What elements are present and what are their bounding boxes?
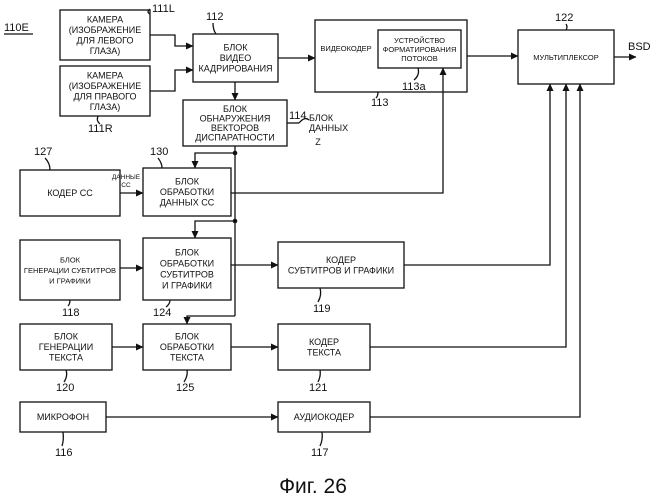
label-line: ОБНАРУЖЕНИЯ: [200, 113, 271, 123]
ref-125-leader: [184, 370, 187, 382]
text-coder-to-mux-arrow: [370, 84, 566, 347]
label-line: СС: [121, 182, 131, 189]
label-line: ДИСПАРАТНОСТИ: [195, 132, 274, 142]
label-line: СУБТИТРОВ: [160, 270, 214, 280]
label-line: ГЕНЕРАЦИИ: [39, 342, 93, 352]
microphone-label: МИКРОФОН: [37, 412, 89, 422]
label-line: КОДЕР СС: [47, 188, 93, 198]
label-line: ДАННЫХ СС: [160, 198, 215, 208]
label-line: И ГРАФИКИ: [49, 277, 91, 286]
label-line: СУБТИТРОВ И ГРАФИКИ: [288, 265, 394, 275]
ref-122: 122: [555, 12, 573, 24]
cc-coder-label: КОДЕР СС: [47, 188, 93, 198]
label-line: (ИЗОБРАЖЕНИЕ: [69, 25, 141, 35]
disparity-to-cc-proc-arrow: [195, 153, 235, 168]
ref-114: 114: [289, 110, 307, 122]
ref-118-leader: [68, 300, 70, 306]
label-line: УСТРОЙСТВО: [394, 36, 445, 45]
sub-coder-to-mux-arrow: [404, 84, 550, 265]
ref-112-leader: [213, 23, 216, 34]
cam-left-to-framing-arrow: [150, 35, 193, 46]
bsd-output-label: BSD: [628, 41, 651, 53]
ref-119-leader: [318, 288, 321, 302]
label-line: ДАННЫЕ: [112, 174, 141, 181]
label-line: МУЛЬТИПЛЕКСОР: [533, 53, 599, 62]
ref-124: 124: [153, 307, 171, 319]
label-line: БЛОК: [60, 256, 81, 265]
figure-id-label: 110E: [4, 22, 29, 34]
videocoder-label: ВИДЕОКОДЕР: [320, 44, 371, 53]
label-line: БЛОК: [175, 332, 200, 342]
cam-right-to-framing-arrow: [150, 70, 193, 91]
label-line: И ГРАФИКИ: [162, 281, 212, 291]
label-line: ТЕКСТА: [170, 353, 204, 363]
label-line: ДАННЫХ: [309, 123, 348, 133]
label-line: ТЕКСТА: [49, 353, 83, 363]
ref-122-leader: [566, 24, 567, 30]
label-line: БЛОК: [223, 104, 248, 114]
label-line: ВЕКТОРОВ: [211, 123, 259, 133]
label-line: КОДЕР: [326, 255, 356, 265]
multiplexer-label: МУЛЬТИПЛЕКСОР: [533, 53, 599, 62]
ref-117: 117: [311, 447, 329, 459]
ref-118: 118: [62, 307, 80, 319]
ref-111l: 111L: [152, 3, 175, 15]
label-line: КАДРИРОВАНИЯ: [198, 64, 272, 74]
ref-130: 130: [150, 146, 168, 158]
data-block-z-label: Z: [315, 137, 321, 147]
ref-112: 112: [206, 11, 224, 23]
disparity-to-sub-proc-arrow: [195, 221, 235, 238]
label-line: ГЛАЗА): [90, 102, 121, 112]
label-line: ФОРМАТИРОВАНИЯ: [383, 45, 457, 54]
label-line: ДЛЯ ЛЕВОГО: [77, 35, 134, 45]
label-line: ОБРАБОТКИ: [160, 259, 214, 269]
text-coder-label: КОДЕРТЕКСТА: [307, 337, 341, 358]
label-line: БЛОК: [175, 177, 200, 187]
figure-caption: Фиг. 26: [279, 475, 347, 498]
ref-121-leader: [318, 370, 320, 382]
ref-111r: 111R: [88, 123, 113, 135]
label-line: ДЛЯ ПРАВОГО: [74, 91, 137, 101]
label-line: БЛОК: [309, 113, 334, 123]
ref-127-leader: [45, 158, 50, 170]
ref-124-leader: [166, 300, 170, 307]
ref-116: 116: [55, 447, 73, 459]
label-line: ВИДЕОКОДЕР: [320, 44, 371, 53]
label-line: КАМЕРА: [87, 70, 123, 80]
ref-130-leader: [158, 158, 162, 168]
ref-127: 127: [34, 146, 52, 158]
label-line: БЛОК: [54, 332, 79, 342]
label-line: КОДЕР: [309, 337, 339, 347]
label-line: ПОТОКОВ: [401, 54, 437, 63]
ref-113: 113: [371, 97, 389, 109]
ref-120: 120: [56, 382, 74, 394]
label-line: БЛОК: [223, 43, 248, 53]
label-line: КАМЕРА: [87, 14, 123, 24]
data-block-annotation: БЛОКДАННЫХ: [309, 113, 348, 133]
audio-coder-label: АУДИОКОДЕР: [294, 412, 355, 422]
ref-125: 125: [176, 382, 194, 394]
ref-117-leader: [320, 432, 322, 446]
label-line: ОБРАБОТКИ: [160, 187, 214, 197]
disparity-to-text-proc-arrow: [187, 316, 235, 324]
ref-113a: 113a: [402, 81, 427, 93]
label-line: АУДИОКОДЕР: [294, 412, 355, 422]
label-line: ГЕНЕРАЦИИ СУБТИТРОВ: [24, 266, 116, 275]
ref-116-leader: [62, 432, 63, 446]
label-line: ГЛАЗА): [90, 46, 121, 56]
ref-120-leader: [64, 370, 67, 382]
label-line: ОБРАБОТКИ: [160, 342, 214, 352]
ref-119: 119: [313, 303, 331, 315]
label-line: БЛОК: [175, 248, 200, 258]
label-line: (ИЗОБРАЖЕНИЕ: [69, 81, 141, 91]
label-line: ТЕКСТА: [307, 347, 341, 357]
ref-121: 121: [309, 382, 327, 394]
label-line: МИКРОФОН: [37, 412, 89, 422]
label-line: ВИДЕО: [220, 53, 252, 63]
